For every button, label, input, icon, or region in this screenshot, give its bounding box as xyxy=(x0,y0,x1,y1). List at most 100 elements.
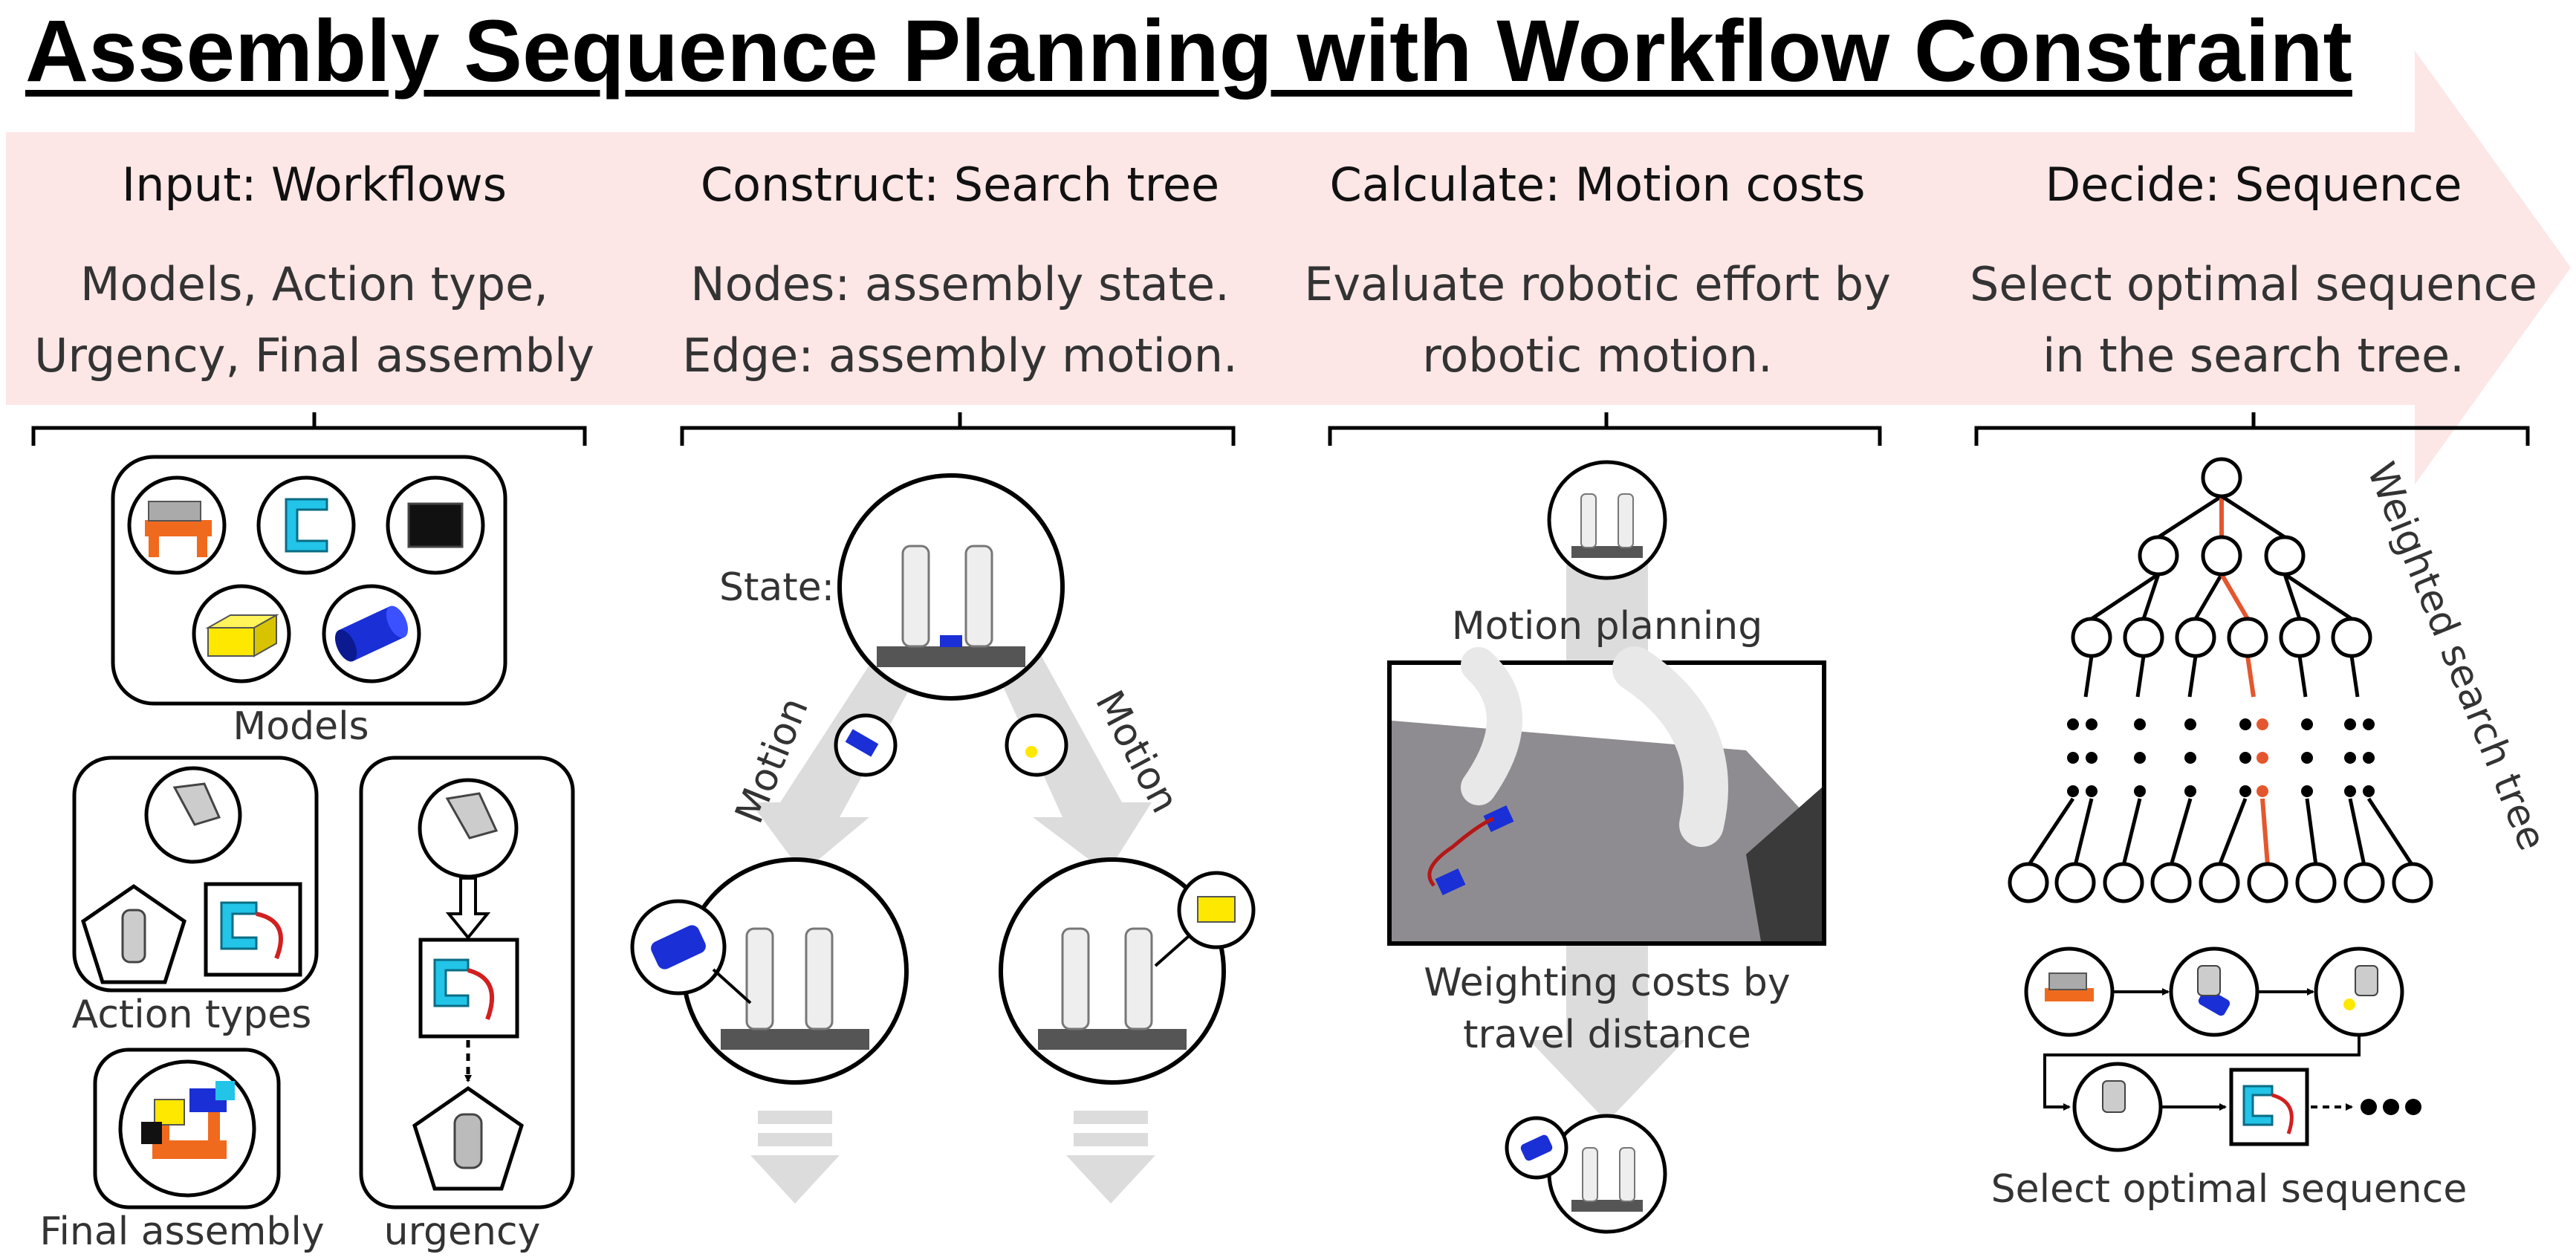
urgency-rotate-box xyxy=(418,938,519,1039)
tree-ellipsis-dot xyxy=(2257,785,2268,797)
stage-heading: Decide: Sequence xyxy=(2045,158,2462,212)
tree-node xyxy=(2123,617,2164,658)
tree-node xyxy=(2138,535,2179,577)
final-assembly-box xyxy=(93,1048,281,1209)
tree-node xyxy=(2054,862,2096,903)
tree-node xyxy=(2201,457,2242,499)
tree-node xyxy=(2199,862,2240,903)
tree-ellipsis-dot xyxy=(2067,752,2079,764)
tree-node xyxy=(2392,862,2433,903)
brace-input xyxy=(31,412,587,446)
model-bracket-circle xyxy=(256,475,356,575)
tree-edge xyxy=(2135,655,2146,698)
tree-edge xyxy=(2141,574,2161,620)
sequence-step-5 xyxy=(2229,1068,2309,1146)
tree-edge xyxy=(2297,655,2308,698)
tree-node xyxy=(2264,535,2306,577)
tree-node xyxy=(2279,617,2320,658)
start-state-node xyxy=(1547,460,1667,580)
motion-trajectory-path xyxy=(1427,816,1494,887)
tree-ellipsis-dot xyxy=(2363,718,2375,730)
tree-node xyxy=(2247,862,2288,903)
tree-node xyxy=(2150,862,2192,903)
tree-ellipsis-dot xyxy=(2344,785,2356,797)
final-assembly-icon xyxy=(141,1081,235,1159)
motion-right-icon-circle xyxy=(1005,713,1068,777)
stage-heading: Input: Workflows xyxy=(122,158,507,212)
stage-input-header: Input: Workflows Models, Action type, Ur… xyxy=(34,158,594,383)
tree-ellipsis-dot xyxy=(2086,718,2098,730)
motion-planning-render xyxy=(1387,646,1826,946)
tree-ellipsis-dot xyxy=(2239,752,2251,764)
tree-edge xyxy=(2219,573,2250,620)
tree-edge xyxy=(2073,798,2094,866)
urgency-box xyxy=(359,756,575,1209)
tree-ellipsis-dot xyxy=(2184,718,2196,730)
stage-decide-header: Decide: Sequence Select optimal sequence… xyxy=(1970,158,2537,383)
tree-node xyxy=(2103,862,2144,903)
final-assembly-label: Final assembly xyxy=(39,1209,324,1254)
tree-edge xyxy=(2121,798,2142,866)
robot-arm-right-icon xyxy=(964,545,993,648)
tree-edge xyxy=(2305,798,2318,866)
action-types-label: Action types xyxy=(72,993,312,1037)
tree-ellipsis-dot xyxy=(2301,785,2313,797)
robot-arm-left-icon xyxy=(901,545,930,648)
trajectory-start-part xyxy=(1483,805,1514,833)
tree-node xyxy=(2008,862,2049,903)
tree-edge xyxy=(2283,572,2353,621)
continuation-dot xyxy=(2405,1099,2421,1115)
rotate-arrow-icon xyxy=(256,912,283,960)
tree-edge xyxy=(2090,572,2160,621)
stage-desc-line2: robotic motion. xyxy=(1422,328,1772,383)
stage-construct-header: Construct: Search tree Nodes: assembly s… xyxy=(682,158,1238,383)
tree-ellipsis-dot xyxy=(2134,752,2146,764)
models-box xyxy=(111,455,507,706)
select-optimal-sequence-label: Select optimal sequence xyxy=(1991,1167,2468,1212)
stage-heading: Calculate: Motion costs xyxy=(1330,158,1866,212)
tree-ellipsis-dot xyxy=(2134,785,2146,797)
tree-ellipsis-dot xyxy=(2257,718,2268,730)
urgency-gripper-icon xyxy=(445,792,499,840)
stage-desc-line1: Evaluate robotic effort by xyxy=(1304,257,1891,311)
blue-cylinder-callout xyxy=(630,899,752,1004)
optimal-sequence-chain xyxy=(2024,946,2421,1152)
goal-part-callout xyxy=(1505,1116,1568,1180)
tree-edge xyxy=(2187,655,2198,698)
rotate-bracket-icon xyxy=(220,901,258,950)
weighted-search-tree xyxy=(2008,457,2433,903)
stage-desc-line2: Urgency, Final assembly xyxy=(34,328,594,383)
tree-edge xyxy=(2193,573,2224,620)
tree-edge xyxy=(2283,574,2302,620)
tree-edge xyxy=(2349,655,2360,698)
brace-calculate xyxy=(1328,412,1882,446)
tree-ellipsis-dot xyxy=(2067,718,2079,730)
urgency-label: urgency xyxy=(384,1209,541,1254)
state-child-left-node xyxy=(681,857,909,1085)
stage-desc-line1: Nodes: assembly state. xyxy=(690,257,1230,311)
tree-ellipsis-dot xyxy=(2239,718,2251,730)
tree-node xyxy=(2295,862,2337,903)
tree-ellipsis-dot xyxy=(2363,752,2375,764)
state-label: State: xyxy=(719,565,834,610)
state-root-node xyxy=(837,473,1065,701)
tree-edge xyxy=(2348,798,2366,866)
stage-desc-line2: in the search tree. xyxy=(2043,328,2465,383)
tree-ellipsis-dot xyxy=(2086,785,2098,797)
orange-fixture-icon xyxy=(145,501,212,557)
urgency-hollow-arrow xyxy=(445,877,491,941)
rotate-action-box xyxy=(204,882,302,977)
tree-node xyxy=(2227,617,2268,658)
stage-desc-line2: Edge: assembly motion. xyxy=(682,328,1238,383)
yellow-box-callout xyxy=(1154,871,1256,967)
trajectory-end-part xyxy=(1435,868,1466,896)
tree-ellipsis-dot xyxy=(2184,752,2196,764)
continuation-dot xyxy=(2361,1099,2377,1115)
tree-edge xyxy=(2026,797,2075,867)
tree-edge xyxy=(2260,798,2270,866)
continuation-dot xyxy=(2383,1099,2399,1115)
goal-state-node xyxy=(1547,1114,1667,1234)
weighting-line2: travel distance xyxy=(1463,1013,1751,1057)
tree-edge xyxy=(2169,798,2193,866)
